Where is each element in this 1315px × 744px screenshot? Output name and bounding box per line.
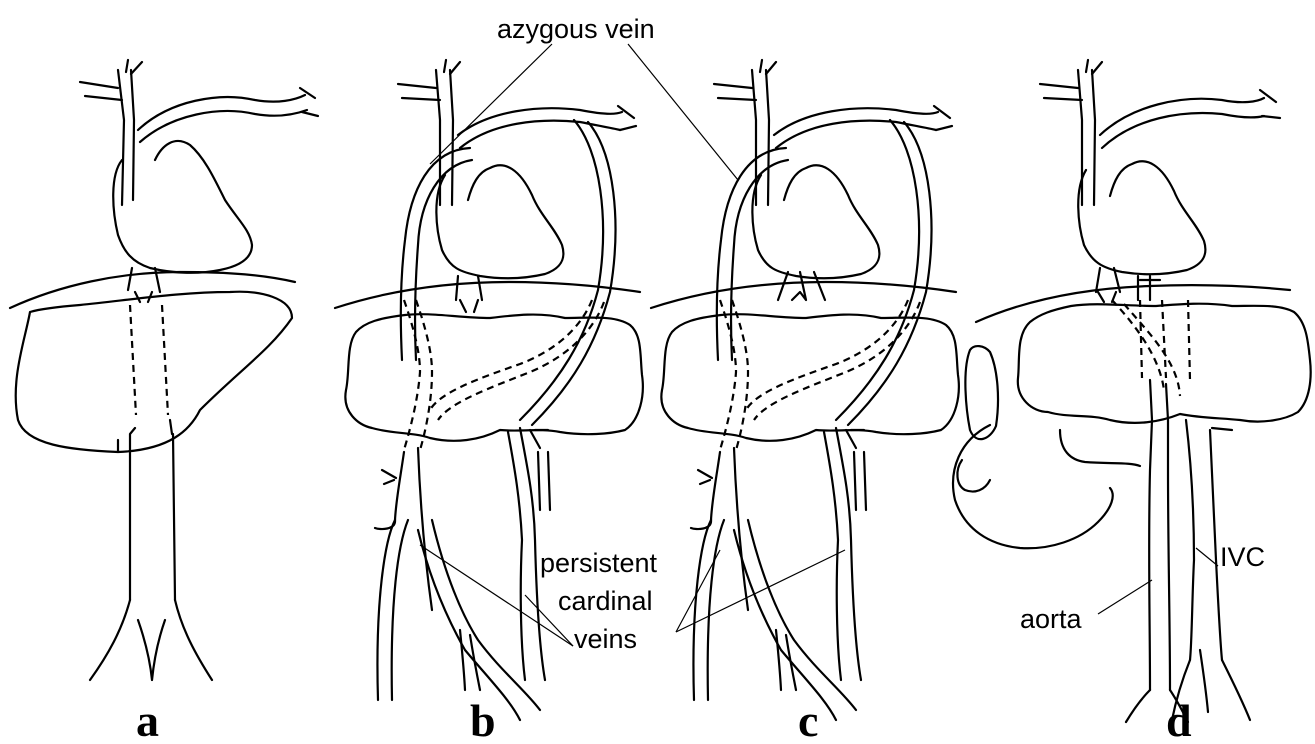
panel-b-drawing bbox=[335, 60, 643, 720]
panel-c-drawing bbox=[651, 60, 959, 720]
label-ivc: IVC bbox=[1220, 542, 1265, 572]
panel-a-drawing bbox=[10, 60, 318, 680]
label-veins: veins bbox=[574, 624, 637, 654]
panel-d-drawing bbox=[953, 60, 1311, 722]
panel-label-b: b bbox=[470, 695, 496, 744]
panel-label-d: d bbox=[1166, 695, 1192, 744]
azygous-leader-c bbox=[628, 44, 738, 180]
panel-label-a: a bbox=[136, 695, 159, 744]
label-azygous-vein: azygous vein bbox=[497, 14, 655, 44]
cardinal-leader-c1 bbox=[676, 550, 720, 632]
azygous-leader-b bbox=[430, 44, 552, 164]
label-persistent: persistent bbox=[540, 548, 658, 578]
label-cardinal: cardinal bbox=[558, 586, 653, 616]
label-aorta: aorta bbox=[1020, 604, 1083, 634]
aorta-leader bbox=[1098, 580, 1152, 614]
panel-label-c: c bbox=[798, 695, 818, 744]
